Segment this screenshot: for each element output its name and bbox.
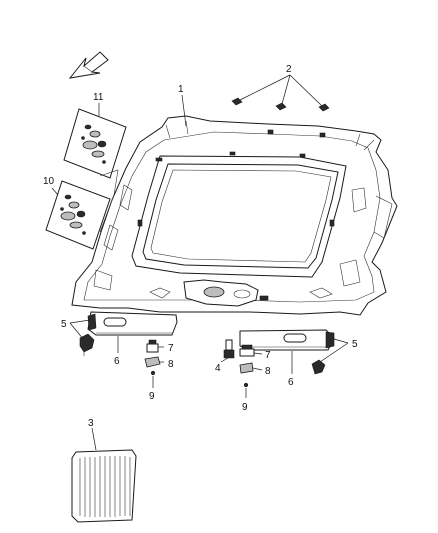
screw-left-9: [150, 370, 156, 376]
clip-set-card-10: [45, 180, 111, 250]
visor-bracket-left-5: [79, 333, 95, 356]
sun-visor-right-6: [239, 329, 335, 351]
callout-5-right: 5: [352, 339, 358, 350]
visor-clip-right-7: [239, 344, 255, 357]
visor-clip-base-left-8: [144, 356, 161, 368]
callout-4: 4: [215, 363, 221, 374]
callout-7-right: 7: [265, 350, 271, 361]
callout-9-left: 9: [149, 391, 155, 402]
visor-clip-left-7: [146, 339, 159, 353]
callout-6-left: 6: [114, 356, 120, 367]
callout-1: 1: [178, 84, 184, 95]
callout-6-right: 6: [288, 377, 294, 388]
callout-11: 11: [93, 92, 104, 103]
callout-7-left: 7: [168, 343, 174, 354]
visor-clip-base-right-8: [239, 362, 254, 374]
visor-bracket-right-5: [311, 359, 326, 375]
screw-right-9: [243, 382, 249, 388]
callout-8-right: 8: [265, 366, 271, 377]
callout-8-left: 8: [168, 359, 174, 370]
headliner-panel-1: [71, 115, 398, 316]
visor-wire-connector-4: [223, 339, 235, 359]
callout-10: 10: [43, 176, 55, 187]
callout-3: 3: [88, 418, 94, 429]
clip-set-card-11: [63, 108, 127, 179]
callout-9-right: 9: [242, 402, 248, 413]
retainer-clips-2: [231, 97, 330, 112]
callout-2: 2: [286, 64, 292, 75]
front-direction-arrow-icon: [68, 51, 109, 79]
sun-visor-left-6: [87, 311, 178, 336]
callout-5-left: 5: [61, 319, 67, 330]
mat-3: [71, 449, 137, 523]
